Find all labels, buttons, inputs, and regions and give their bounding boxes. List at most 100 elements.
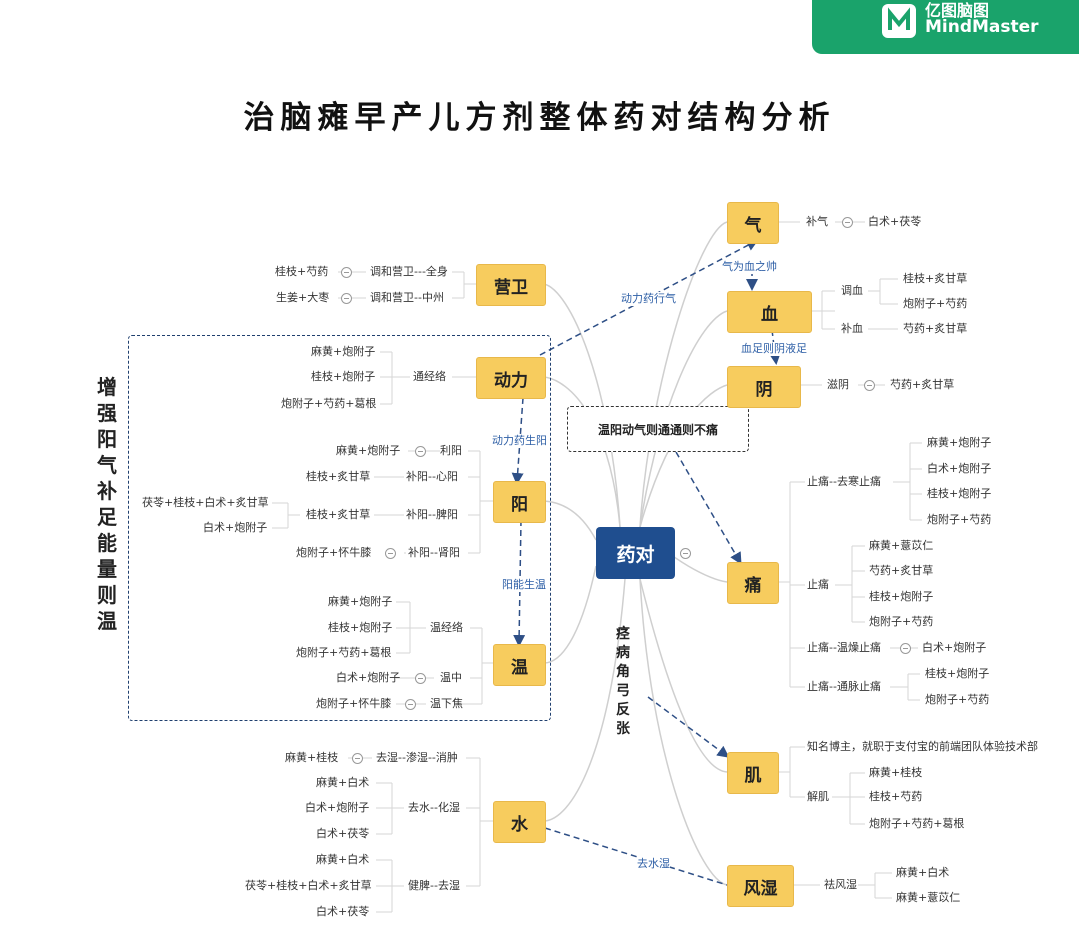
shui-leaf-2-3: 白术+茯苓: [316, 827, 370, 840]
side-vertical-label: 增强阳气补足能量则温: [97, 375, 117, 633]
yang-leaf-4: 炮附子+怀牛膝: [296, 546, 372, 559]
node-tong[interactable]: 痛: [727, 562, 779, 604]
wen-leaf-1-2: 桂枝+炮附子: [328, 621, 393, 634]
shui-leaf-2-1: 麻黄+白术: [316, 776, 370, 789]
xue-leaf-2: 炮附子+芍药: [903, 297, 968, 310]
brand-badge: 亿图脑图 MindMaster: [812, 0, 1079, 54]
ji-leaf-2: 桂枝+芍药: [869, 790, 923, 803]
tong-branch-4: 止痛--通脉止痛: [807, 680, 881, 693]
center-node[interactable]: 药对: [596, 527, 675, 579]
tong-leaf-1-3: 桂枝+炮附子: [927, 487, 992, 500]
qi-collapse-icon[interactable]: [842, 217, 853, 228]
yin-collapse-icon[interactable]: [864, 380, 875, 391]
qi-leaf: 白术+茯苓: [868, 215, 922, 228]
link-label-yang-wen: 阳能生温: [502, 578, 546, 592]
shui-leaf-1: 麻黄+桂枝: [285, 751, 339, 764]
tong-leaf-4-2: 炮附子+芍药: [925, 693, 990, 706]
callout-box: 温阳动气则通通则不痛: [567, 406, 749, 452]
tong-leaf-1-2: 白术+炮附子: [927, 462, 992, 475]
shui-branch-2: 去水--化湿: [408, 801, 460, 814]
link-label-qi-xue: 气为血之帅: [722, 260, 777, 274]
yingwei-branch-1: 调和营卫---全身: [370, 265, 448, 278]
yang-b4-collapse-icon[interactable]: [385, 548, 396, 559]
yingwei-branch-2: 调和营卫--中州: [370, 291, 444, 304]
dongli-leaf-2: 桂枝+炮附子: [311, 370, 376, 383]
link-label-dongli-yang: 动力药生阳: [492, 434, 547, 448]
node-dongli[interactable]: 动力: [476, 357, 546, 399]
yang-branch-3: 补阳--脾阳: [406, 508, 458, 521]
center-collapse-icon[interactable]: [680, 548, 691, 559]
node-ji[interactable]: 肌: [727, 752, 779, 794]
yang-leaf-2: 桂枝+炙甘草: [306, 470, 371, 483]
wen-leaf-1-1: 麻黄+炮附子: [328, 595, 393, 608]
xue-branch-1: 调血: [841, 284, 863, 297]
wen-b2-collapse-icon[interactable]: [415, 673, 426, 684]
tong-leaf-2-4: 炮附子+芍药: [869, 615, 934, 628]
yang-leaf-3: 桂枝+炙甘草: [306, 508, 371, 521]
yang-leaf-1: 麻黄+炮附子: [336, 444, 401, 457]
fengshi-leaf-1: 麻黄+白术: [896, 866, 950, 879]
shui-leaf-3-3: 白术+茯苓: [316, 905, 370, 918]
tong-branch-3: 止痛--温燥止痛: [807, 641, 881, 654]
yin-leaf: 芍药+炙甘草: [890, 378, 955, 391]
shui-branch-1: 去湿--渗湿--消肿: [376, 751, 458, 764]
mindmaster-logo-icon: [882, 4, 916, 38]
node-fengshi[interactable]: 风湿: [727, 865, 794, 907]
brand-name-cn: 亿图脑图: [925, 1, 990, 20]
fengshi-leaf-2: 麻黄+薏苡仁: [896, 891, 961, 904]
wen-leaf-1-3: 炮附子+芍药+葛根: [296, 646, 392, 659]
shui-b1-collapse-icon[interactable]: [352, 753, 363, 764]
shui-leaf-2-2: 白术+炮附子: [305, 801, 370, 814]
wen-b3-collapse-icon[interactable]: [405, 699, 416, 710]
node-shui[interactable]: 水: [493, 801, 546, 843]
tong-leaf-2-1: 麻黄+薏苡仁: [869, 539, 934, 552]
yin-branch: 滋阴: [827, 378, 849, 391]
wen-leaf-2: 白术+炮附子: [336, 671, 401, 684]
xue-leaf-1: 桂枝+炙甘草: [903, 272, 968, 285]
node-wen[interactable]: 温: [493, 644, 546, 686]
dongli-leaf-1: 麻黄+炮附子: [311, 345, 376, 358]
node-yang[interactable]: 阳: [493, 481, 546, 523]
fengshi-branch: 祛风湿: [824, 878, 857, 891]
node-qi[interactable]: 气: [727, 202, 779, 244]
ji-leaf-3: 炮附子+芍药+葛根: [869, 817, 965, 830]
link-label-shui-fengshi: 去水湿: [637, 857, 670, 871]
yingwei-b1-collapse-icon[interactable]: [341, 267, 352, 278]
brand-name-en: MindMaster: [925, 17, 1039, 37]
wen-branch-3: 温下焦: [430, 697, 463, 710]
link-label-dongli-qi: 动力药行气: [621, 292, 676, 306]
page-title: 治脑瘫早产儿方剂整体药对结构分析: [243, 100, 836, 136]
ji-note: 知名博主，就职于支付宝的前端团队体验技术部: [807, 740, 1038, 753]
yang-branch-2: 补阳--心阳: [406, 470, 458, 483]
node-xue[interactable]: 血: [727, 291, 812, 333]
yang-sub-leaf-1: 茯苓+桂枝+白术+炙甘草: [142, 496, 269, 509]
shui-branch-3: 健脾--去湿: [408, 879, 460, 892]
center-vertical-label: 痉病角弓反张: [616, 626, 630, 737]
wen-branch-2: 温中: [440, 671, 462, 684]
tong-leaf-1-1: 麻黄+炮附子: [927, 436, 992, 449]
tong-branch-2: 止痛: [807, 578, 829, 591]
node-yingwei[interactable]: 营卫: [476, 264, 546, 306]
tong-leaf-1-4: 炮附子+芍药: [927, 513, 992, 526]
yang-b1-collapse-icon[interactable]: [415, 446, 426, 457]
xue-branch-2: 补血: [841, 322, 863, 335]
tong-leaf-3: 白术+炮附子: [922, 641, 987, 654]
node-yin[interactable]: 阴: [727, 366, 801, 408]
dongli-leaf-3: 炮附子+芍药+葛根: [281, 397, 377, 410]
link-label-xue-yin: 血足则阴液足: [741, 342, 807, 356]
tong-leaf-2-2: 芍药+炙甘草: [869, 564, 934, 577]
yingwei-leaf-2: 生姜+大枣: [276, 291, 330, 304]
wen-branch-1: 温经络: [430, 621, 463, 634]
warm-yang-group-box: [128, 335, 551, 721]
tong-branch-1: 止痛--去寒止痛: [807, 475, 881, 488]
shui-leaf-3-2: 茯苓+桂枝+白术+炙甘草: [245, 879, 372, 892]
yingwei-b2-collapse-icon[interactable]: [341, 293, 352, 304]
tong-leaf-4-1: 桂枝+炮附子: [925, 667, 990, 680]
tong-b3-collapse-icon[interactable]: [900, 643, 911, 654]
shui-leaf-3-1: 麻黄+白术: [316, 853, 370, 866]
dongli-branch: 通经络: [413, 370, 446, 383]
yang-sub-leaf-2: 白术+炮附子: [203, 521, 268, 534]
ji-branch: 解肌: [807, 790, 829, 803]
yang-branch-1: 利阳: [440, 444, 462, 457]
